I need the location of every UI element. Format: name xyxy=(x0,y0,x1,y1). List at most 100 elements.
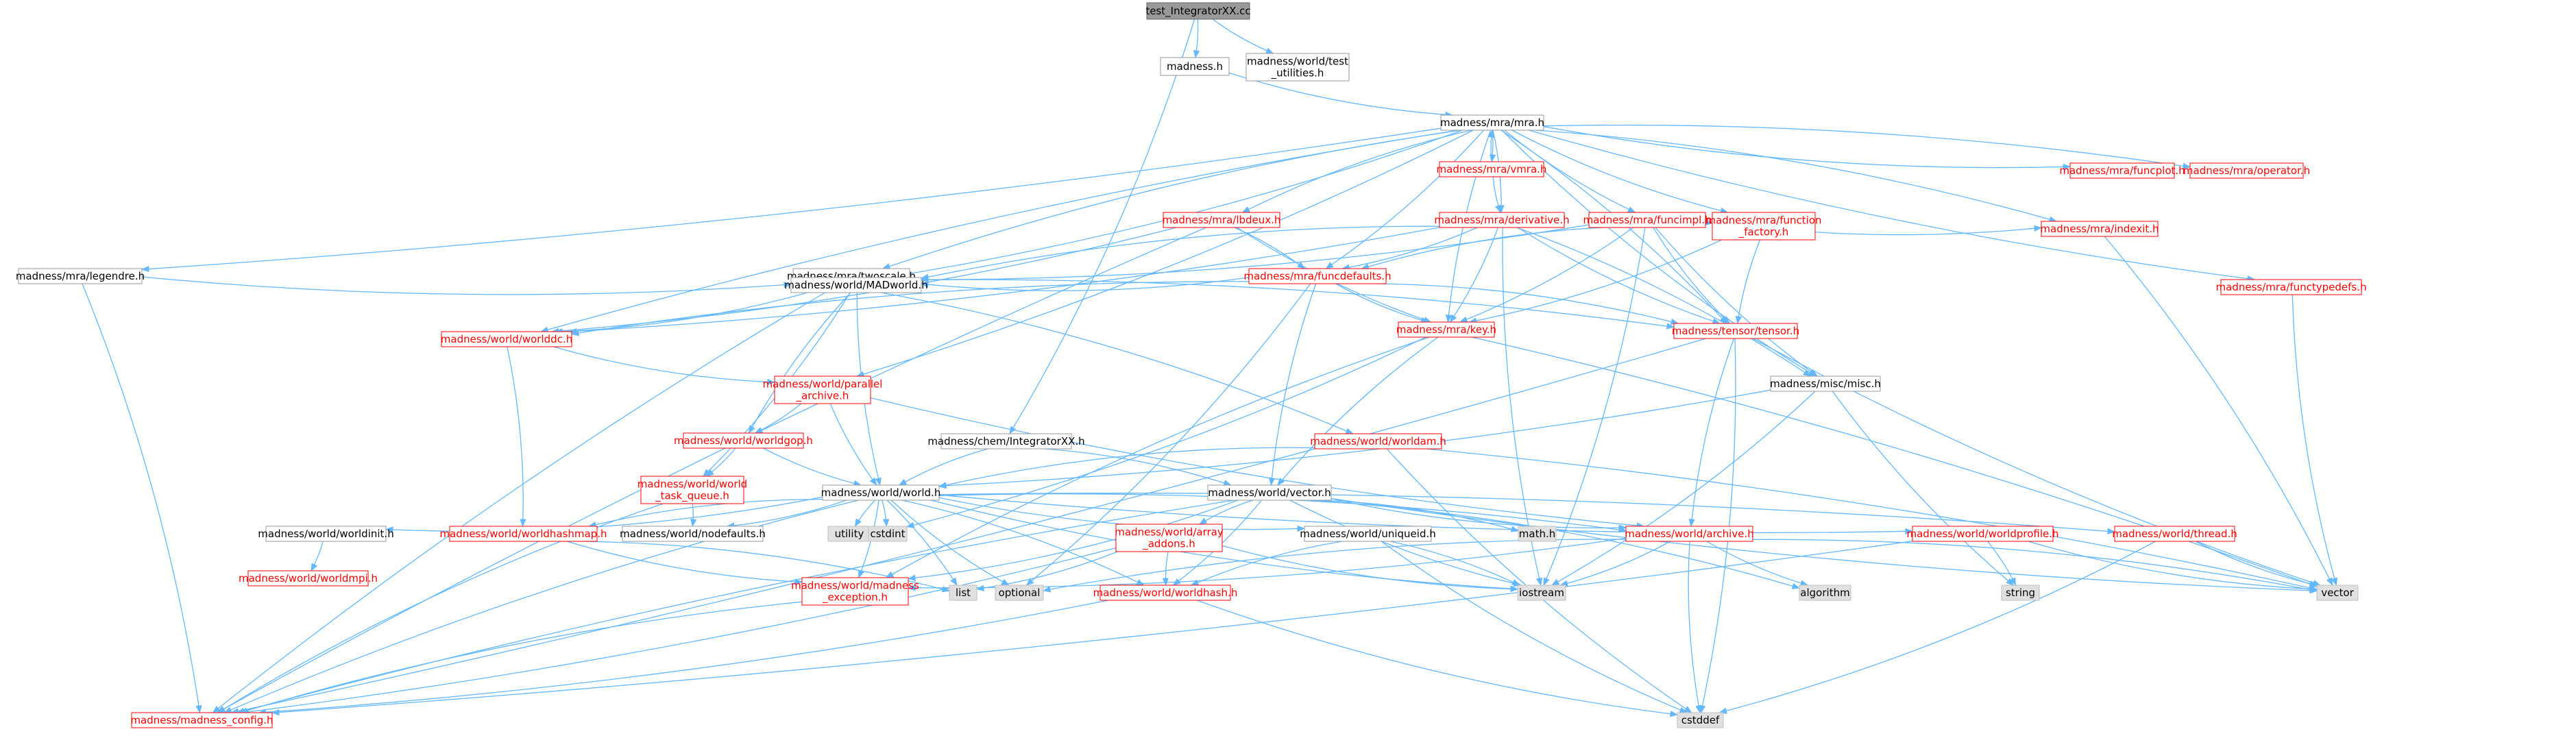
node-utility[interactable]: utility xyxy=(827,526,871,542)
edge-archive-to-madness_exception xyxy=(907,537,1627,591)
node-root[interactable]: test_IntegratorXX.cc xyxy=(1145,2,1251,20)
node-vector_h[interactable]: madness/world/vector.h xyxy=(1207,484,1332,501)
node-worlddc[interactable]: madness/world/worlddc.h xyxy=(441,331,572,347)
edge-root-to-madness_h xyxy=(1193,19,1200,59)
node-worldmpi[interactable]: madness/world/worldmpi.h xyxy=(239,570,378,587)
node-worldprofile[interactable]: madness/world/worldprofile.h xyxy=(1906,526,2059,542)
node-label: madness/mra/vmra.h xyxy=(1437,163,1547,175)
edge-twoscale-to-madness_config xyxy=(212,283,841,713)
edge-vector_h-to-madness_exception xyxy=(907,500,1239,581)
node-funcdefaults[interactable]: madness/mra/funcdefaults.h xyxy=(1243,268,1392,284)
edge-vmra-to-derivative xyxy=(1492,176,1501,214)
node-funcimpl[interactable]: madness/mra/funcimpl.h xyxy=(1583,212,1712,228)
node-label: test_IntegratorXX.cc xyxy=(1145,5,1250,18)
node-madness_config[interactable]: madness/madness_config.h xyxy=(130,712,274,728)
node-box xyxy=(2220,279,2362,295)
node-operator[interactable]: madness/mra/operator.h xyxy=(2183,162,2310,179)
node-madness_h[interactable]: madness.h xyxy=(1160,57,1230,76)
node-box xyxy=(1677,712,1724,728)
node-test_utilities[interactable]: madness/world/test_utilities.h xyxy=(1246,53,1350,82)
node-derivative[interactable]: madness/mra/derivative.h xyxy=(1434,212,1570,228)
node-box xyxy=(822,484,940,501)
node-label: madness/world/MADworld.h xyxy=(784,279,927,291)
node-box xyxy=(1304,526,1432,542)
node-funcplot[interactable]: madness/mra/funcplot.h xyxy=(2059,162,2185,179)
node-box xyxy=(622,526,764,542)
node-integratorxx[interactable]: madness/chem/IntegratorXX.h xyxy=(927,433,1085,450)
edge-array_addons-to-madness_config xyxy=(241,547,1117,715)
node-box xyxy=(449,526,598,542)
edge-array_addons-to-worldhash xyxy=(1162,551,1169,587)
edge-world_h-to-cstdint xyxy=(882,500,890,528)
node-label: madness/mra/function xyxy=(1705,214,1821,227)
node-vmra[interactable]: madness/mra/vmra.h xyxy=(1437,161,1547,177)
edge-derivative-to-tensor xyxy=(1517,227,1721,325)
node-label: madness/world/worldmpi.h xyxy=(239,572,378,585)
edge-worldgop-to-world_task_queue xyxy=(705,447,736,477)
edge-worldprofile-to-string xyxy=(1986,541,2017,587)
node-label: string xyxy=(2006,587,2035,599)
node-legendre[interactable]: madness/mra/legendre.h xyxy=(16,268,145,284)
node-cstddef[interactable]: cstddef xyxy=(1677,712,1724,728)
node-box xyxy=(1440,114,1544,131)
node-nodefaults[interactable]: madness/world/nodefaults.h xyxy=(620,526,766,542)
node-tensor[interactable]: madness/tensor/tensor.h xyxy=(1672,323,1799,339)
node-worldhash[interactable]: madness/world/worldhash.h xyxy=(1093,585,1238,601)
node-list[interactable]: list xyxy=(949,585,977,601)
node-world_h[interactable]: madness/world/world.h xyxy=(821,484,941,501)
edge-mra_h-to-legendre xyxy=(141,127,1442,273)
node-label: madness/world/world.h xyxy=(821,487,941,499)
edge-mra_h-to-indexit xyxy=(1535,130,2058,223)
node-archive[interactable]: madness/world/archive.h xyxy=(1625,526,1754,542)
node-worldinit[interactable]: madness/world/worldinit.h xyxy=(258,526,394,542)
node-array_addons[interactable]: madness/world/array_addons.h xyxy=(1115,524,1224,552)
node-world_task_queue[interactable]: madness/world/world_task_queue.h xyxy=(637,476,747,504)
node-thread[interactable]: madness/world/thread.h xyxy=(2112,526,2237,542)
node-madness_exception[interactable]: madness/world/madness_exception.h xyxy=(791,577,919,606)
node-lbdeux[interactable]: madness/mra/lbdeux.h xyxy=(1163,212,1281,228)
node-box xyxy=(2001,585,2040,601)
node-vector[interactable]: vector xyxy=(2316,585,2359,601)
edge-world_h-to-utility xyxy=(854,500,876,528)
node-indexit[interactable]: madness/mra/indexit.h xyxy=(2040,221,2159,237)
node-uniqueid[interactable]: madness/world/uniqueid.h xyxy=(1300,526,1436,542)
node-box xyxy=(683,432,804,449)
node-worldgop[interactable]: madness/world/worldgop.h xyxy=(674,432,813,449)
edge-vmra-to-mra_h xyxy=(1487,129,1495,162)
node-mra_h[interactable]: madness/mra/mra.h xyxy=(1440,114,1544,131)
node-worldhashmap[interactable]: madness/world/worldhashmap.h xyxy=(439,526,607,542)
node-functypedefs[interactable]: madness/mra/functypedefs.h xyxy=(2216,279,2367,295)
node-label: _task_queue.h xyxy=(655,490,729,503)
node-label: madness/world/worldprofile.h xyxy=(1906,528,2058,540)
node-madworld[interactable]: madness/world/MADworld.h xyxy=(784,277,928,293)
node-box xyxy=(265,526,387,542)
node-cstdint[interactable]: cstdint xyxy=(868,526,908,542)
edge-world_h-to-thread xyxy=(938,493,2116,535)
node-mathh[interactable]: math.h xyxy=(1518,526,1557,542)
node-optional[interactable]: optional xyxy=(995,585,1044,601)
node-parallel_archive[interactable]: madness/world/parallel_archive.h xyxy=(763,376,883,404)
node-string[interactable]: string xyxy=(2001,585,2040,601)
node-label: madness/world/world xyxy=(637,478,747,491)
node-box xyxy=(949,585,977,601)
node-label: _utilities.h xyxy=(1271,67,1324,80)
edge-lbdeux-to-madness_config xyxy=(216,227,1206,713)
edge-function_factory-to-key xyxy=(1468,239,1722,324)
node-function_factory[interactable]: madness/mra/function_factory.h xyxy=(1705,212,1822,241)
node-algorithm[interactable]: algorithm xyxy=(1799,585,1851,601)
node-label: madness/mra/funcimpl.h xyxy=(1583,214,1711,226)
edge-madness_exception-to-madness_config xyxy=(239,601,803,714)
node-label: madness/world/array xyxy=(1115,526,1224,539)
node-label: madness/mra/derivative.h xyxy=(1434,214,1569,226)
node-box xyxy=(940,433,1072,450)
edge-parallel_archive-to-world_h xyxy=(829,403,877,486)
node-iostream[interactable]: iostream xyxy=(1517,585,1566,601)
node-worldam[interactable]: madness/world/worldam.h xyxy=(1310,433,1446,450)
edge-array_addons-to-list xyxy=(975,551,1118,591)
edge-funcimpl-to-tensor xyxy=(1653,227,1731,324)
edge-root-to-integratorxx xyxy=(1009,19,1195,435)
node-box xyxy=(790,277,922,293)
node-key[interactable]: madness/mra/key.h xyxy=(1396,321,1496,338)
node-misc[interactable]: madness/misc/misc.h xyxy=(1770,376,1881,392)
edge-vector_h-to-madness_config xyxy=(236,500,1235,714)
